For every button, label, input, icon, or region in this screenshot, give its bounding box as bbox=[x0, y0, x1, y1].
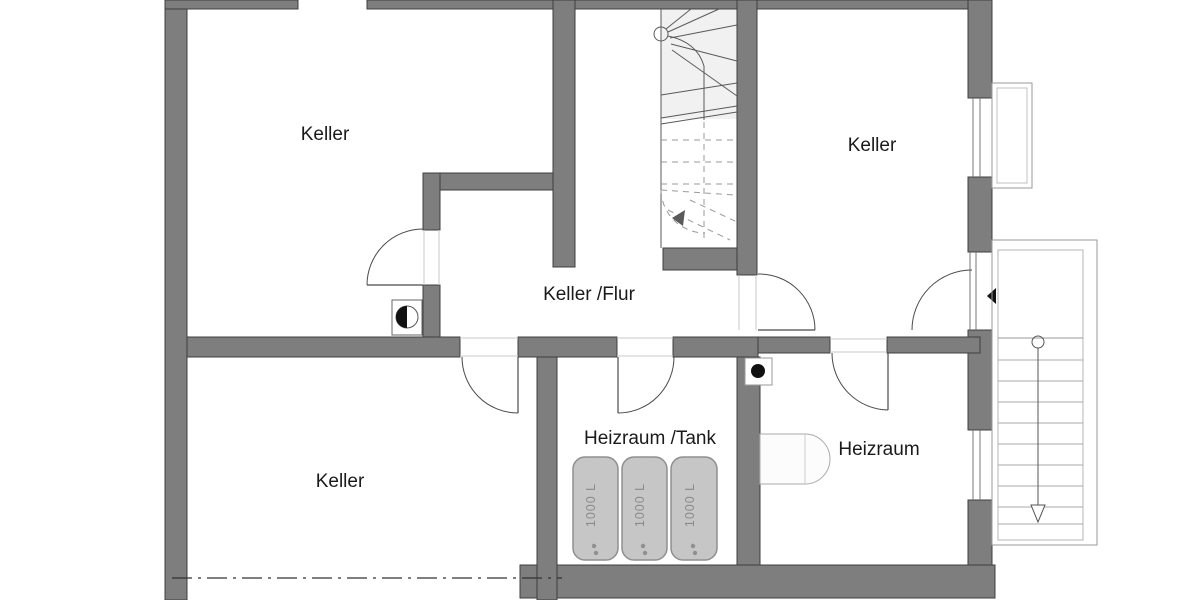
room-label-keller-top-left: Keller bbox=[301, 124, 350, 145]
door-arc-keller-right bbox=[757, 273, 816, 331]
wall-outer-right-1 bbox=[967, 0, 993, 99]
wall-heizraum-top-1 bbox=[757, 336, 831, 354]
boiler-outline-icon bbox=[759, 433, 831, 485]
room-labels: Keller Keller Keller /Flur Keller Heizra… bbox=[301, 124, 920, 492]
tank-capacity-label: 1000 L bbox=[584, 483, 598, 527]
wall-tankroom-left bbox=[536, 356, 558, 600]
tank-cap-dot bbox=[593, 550, 599, 556]
stair-shade bbox=[661, 9, 737, 119]
tank-2: 1000 L bbox=[621, 456, 668, 561]
door-arc-heizraum bbox=[831, 352, 889, 411]
room-label-keller-flur: Keller /Flur bbox=[543, 284, 636, 305]
tank-capacity-label: 1000 L bbox=[683, 483, 697, 527]
tank-capacity-label: 1000 L bbox=[633, 483, 647, 527]
tank-cap-dot bbox=[591, 543, 597, 549]
oil-tanks: 1000 L 1000 L 1000 L bbox=[572, 456, 718, 561]
wall-partition-horizontal bbox=[422, 172, 554, 191]
wall-tankroom-right bbox=[736, 356, 761, 566]
drain-half-fill bbox=[396, 306, 407, 328]
wall-corridor-bottom-2 bbox=[517, 336, 618, 358]
tank-body bbox=[621, 456, 668, 561]
tank-1: 1000 L bbox=[572, 456, 619, 561]
stair-treads-upper bbox=[660, 8, 738, 125]
opening-face-corridor-right bbox=[738, 275, 757, 330]
wall-outer-top-left bbox=[164, 0, 299, 10]
door-panel-exterior bbox=[969, 252, 977, 330]
stair-newel-post bbox=[653, 26, 669, 42]
wall-outer-top-right bbox=[366, 0, 993, 10]
walls bbox=[164, 0, 996, 600]
window-keller-right bbox=[972, 98, 981, 177]
tank-body bbox=[572, 456, 619, 561]
light-well-inner bbox=[996, 87, 1028, 184]
door-openings bbox=[423, 230, 887, 357]
symbols bbox=[391, 299, 831, 485]
wall-outer-left bbox=[164, 0, 188, 600]
tank-3: 1000 L bbox=[670, 456, 718, 561]
ext-stair-outer bbox=[991, 239, 1098, 546]
light-well-outer bbox=[991, 82, 1033, 189]
doors bbox=[366, 228, 996, 414]
door-arc-keller-top-left bbox=[366, 228, 424, 286]
tank-cap-dot bbox=[690, 543, 696, 549]
tank-body bbox=[670, 456, 718, 561]
internal-stairs bbox=[653, 8, 738, 248]
room-label-heizraum: Heizraum bbox=[838, 439, 919, 460]
stair-treads-lower-dashed bbox=[661, 139, 737, 185]
door-arc-keller-bottom-left bbox=[461, 356, 519, 414]
tank-cap-dot bbox=[692, 550, 698, 556]
tank-cap-dot bbox=[640, 543, 646, 549]
window-heizraum bbox=[972, 430, 981, 500]
opening-face-bottomleft bbox=[460, 337, 518, 357]
wall-outer-right-2 bbox=[967, 176, 993, 253]
wall-heizraum-top-2 bbox=[886, 336, 981, 354]
opening-face-tankroom bbox=[617, 337, 673, 357]
room-label-keller-bottom-left: Keller bbox=[316, 471, 365, 492]
wall-corridor-bottom-3 bbox=[672, 336, 759, 358]
black-dot-chimney-icon bbox=[744, 357, 773, 386]
external-stairs bbox=[991, 239, 1098, 546]
chimney-dot bbox=[751, 364, 765, 378]
room-label-keller-right: Keller bbox=[848, 135, 897, 156]
stair-fan-dashed bbox=[660, 122, 738, 241]
wall-corridor-bottom-1 bbox=[186, 336, 461, 358]
opening-face-heizraum bbox=[830, 338, 887, 353]
ext-stair-inner bbox=[997, 249, 1084, 541]
ext-stair-start-circle bbox=[1031, 335, 1045, 349]
wall-partition-vertical-upper bbox=[422, 172, 441, 231]
wall-stair-left bbox=[552, 0, 576, 268]
windows bbox=[972, 82, 1033, 500]
half-filled-circle-drain-icon bbox=[391, 299, 423, 336]
door-arc-exterior bbox=[911, 269, 973, 331]
room-label-heizraum-tank: Heizraum /Tank bbox=[584, 428, 716, 449]
opening-face-topleft bbox=[423, 230, 440, 285]
stair-arc-dashed bbox=[660, 189, 706, 234]
door-arc-tankroom bbox=[617, 356, 675, 414]
down-arrow bbox=[1030, 504, 1046, 524]
tank-cap-dot bbox=[642, 550, 648, 556]
wall-corridor-right bbox=[736, 0, 758, 276]
wall-outer-bottom bbox=[519, 564, 996, 599]
stair-direction-arrow bbox=[672, 210, 685, 226]
